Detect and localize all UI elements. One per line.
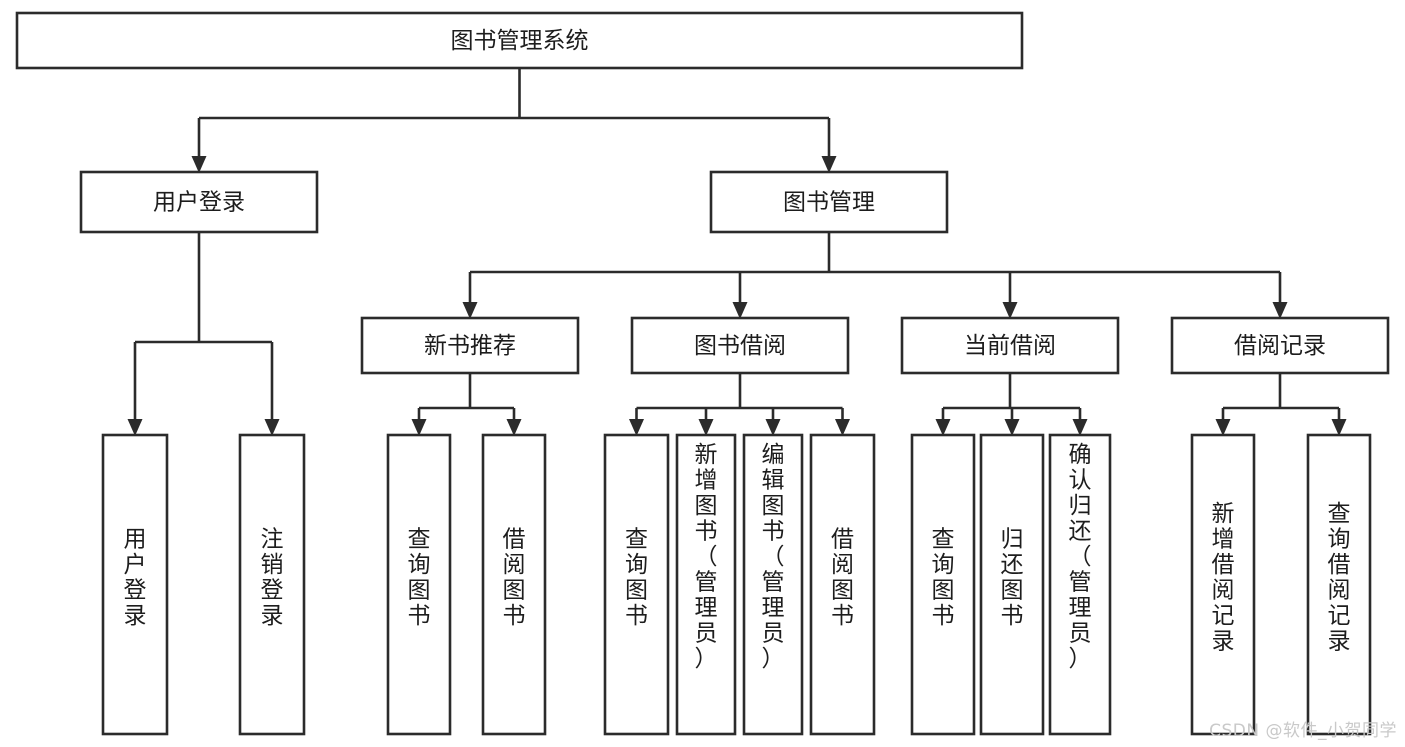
node-label-leaf-confirm-return-admin: 确认归还（管理员） [1069,442,1092,672]
node-box-leaf-user-logout [238,433,306,736]
node-book-manage[interactable]: 图书管理 [709,170,949,234]
arrow-head-icon [765,419,781,436]
node-label-leaf-user-logout: 注销登录 [261,526,284,629]
node-leaf-query-book-3[interactable]: 查询图书 [910,433,976,736]
node-root[interactable]: 图书管理系统 [15,11,1024,70]
node-box-leaf-query-book-3 [910,433,976,736]
arrow-head-icon [732,302,748,319]
node-book-borrow[interactable]: 图书借阅 [630,316,850,375]
node-box-leaf-query-book-1 [386,433,452,736]
node-leaf-user-login[interactable]: 用户登录 [101,433,169,736]
node-label-leaf-return-book: 归还图书 [1001,526,1024,629]
node-box-borrow-record [1170,316,1390,375]
node-leaf-edit-book-admin[interactable]: 编辑图书（管理员） [742,433,804,736]
node-box-current-borrow [900,316,1120,375]
csdn-watermark: CSDN @软件_小贺同学 [1209,721,1397,741]
arrow-head-icon [821,156,837,173]
node-label-leaf-user-login: 用户登录 [124,526,147,629]
arrow-head-icon [1272,302,1288,319]
node-label-user-login: 用户登录 [153,190,245,216]
node-borrow-record[interactable]: 借阅记录 [1170,316,1390,375]
node-box-leaf-borrow-book-1 [481,433,547,736]
node-box-book-borrow [630,316,850,375]
node-box-root [15,11,1024,70]
node-label-current-borrow: 当前借阅 [964,333,1056,359]
arrow-head-icon [835,419,850,436]
node-label-new-book-recommend: 新书推荐 [424,333,516,359]
node-label-leaf-query-borrow-record: 查询借阅记录 [1328,501,1351,655]
node-leaf-user-logout[interactable]: 注销登录 [238,433,306,736]
node-label-leaf-borrow-book-2: 借阅图书 [831,526,854,629]
arrow-head-icon [127,419,143,436]
node-new-book-recommend[interactable]: 新书推荐 [360,316,580,375]
node-leaf-borrow-book-1[interactable]: 借阅图书 [481,433,547,736]
node-label-borrow-record: 借阅记录 [1234,333,1326,359]
arrow-head-icon [1072,419,1088,436]
node-leaf-borrow-book-2[interactable]: 借阅图书 [809,433,876,736]
node-label-leaf-query-book-2: 查询图书 [625,526,648,629]
node-label-leaf-add-borrow-record: 新增借阅记录 [1212,501,1235,655]
node-box-leaf-edit-book-admin [742,433,804,736]
node-leaf-return-book[interactable]: 归还图书 [979,433,1045,736]
arrow-head-icon [411,419,427,436]
nodes-layer: 图书管理系统用户登录图书管理新书推荐图书借阅当前借阅借阅记录用户登录注销登录查询… [15,11,1390,736]
node-leaf-query-book-1[interactable]: 查询图书 [386,433,452,736]
node-current-borrow[interactable]: 当前借阅 [900,316,1120,375]
node-label-leaf-borrow-book-1: 借阅图书 [503,526,526,629]
arrow-head-icon [506,419,522,436]
node-leaf-add-borrow-record[interactable]: 新增借阅记录 [1190,433,1256,736]
node-box-book-manage [709,170,949,234]
node-box-new-book-recommend [360,316,580,375]
node-leaf-confirm-return-admin[interactable]: 确认归还（管理员） [1048,433,1112,736]
arrow-head-icon [1215,419,1231,436]
node-box-leaf-return-book [979,433,1045,736]
node-leaf-add-book-admin[interactable]: 新增图书（管理员） [675,433,737,736]
node-box-leaf-user-login [101,433,169,736]
node-label-leaf-edit-book-admin: 编辑图书（管理员） [762,442,785,672]
arrow-head-icon [1002,302,1018,319]
connectors-layer [127,68,1347,436]
node-leaf-query-borrow-record[interactable]: 查询借阅记录 [1306,433,1372,736]
arrow-head-icon [462,302,478,319]
node-label-book-borrow: 图书借阅 [694,333,786,359]
node-leaf-query-book-2[interactable]: 查询图书 [603,433,670,736]
node-box-leaf-query-borrow-record [1306,433,1372,736]
node-label-root: 图书管理系统 [451,28,589,54]
arrow-head-icon [698,419,714,436]
node-box-leaf-query-book-2 [603,433,670,736]
arrow-head-icon [1331,419,1347,436]
arrow-head-icon [191,156,207,173]
node-user-login[interactable]: 用户登录 [79,170,319,234]
node-box-leaf-add-book-admin [675,433,737,736]
node-label-leaf-query-book-1: 查询图书 [408,526,431,629]
node-label-book-manage: 图书管理 [783,190,875,216]
arrow-head-icon [935,419,951,436]
arrow-head-icon [629,419,644,436]
node-box-leaf-borrow-book-2 [809,433,876,736]
node-box-leaf-add-borrow-record [1190,433,1256,736]
arrow-head-icon [264,419,280,436]
node-label-leaf-query-book-3: 查询图书 [932,526,955,629]
node-label-leaf-add-book-admin: 新增图书（管理员） [695,442,718,672]
node-box-user-login [79,170,319,234]
node-box-leaf-confirm-return-admin [1048,433,1112,736]
arrow-head-icon [1004,419,1020,436]
